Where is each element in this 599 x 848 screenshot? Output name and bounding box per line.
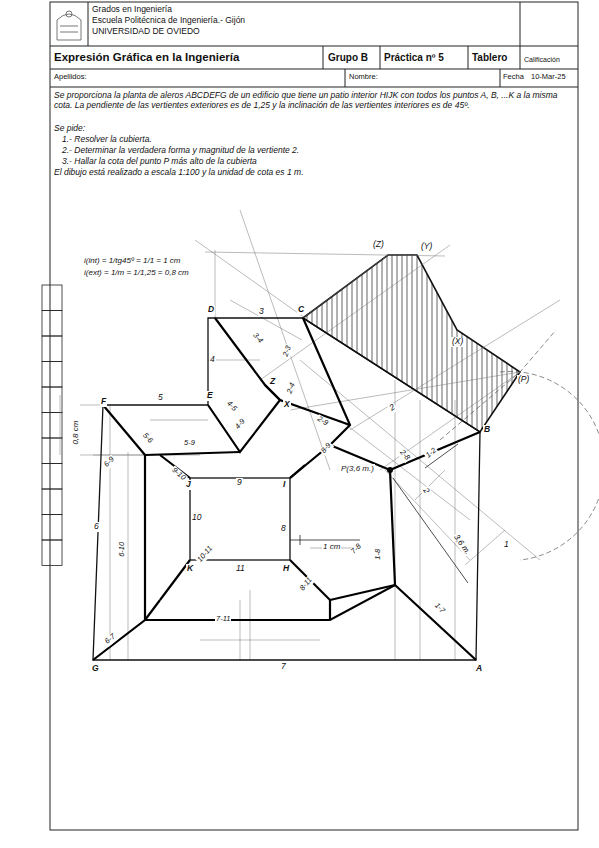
drawing-label: (Z) — [372, 240, 385, 250]
drawing-label: 6 — [93, 522, 100, 532]
margin-cell — [42, 438, 62, 464]
drawing-label: 0,8 cm — [71, 420, 80, 446]
drawing-label: 3-4 — [250, 331, 265, 346]
sheet-text: 1.- Resolver la cubierta. — [62, 135, 152, 145]
sheet-text: 3.- Hallar la cota del punto P más alto … — [62, 157, 257, 167]
drawing-label: 1 — [503, 540, 510, 550]
drawing-label: X — [283, 400, 291, 410]
margin-cell — [42, 387, 62, 413]
margin-cell — [42, 515, 62, 541]
drawing-label: 5 — [157, 393, 164, 403]
margin-cell — [42, 362, 62, 388]
drawing-label: 3 — [258, 307, 265, 317]
drawing-label: 1-2 — [424, 446, 439, 461]
sheet-text: El dibujo está realizado a escala 1:100 … — [54, 168, 304, 178]
drawing-label: A — [475, 664, 483, 674]
drawing-label: 10 — [191, 513, 202, 523]
margin-cell — [42, 489, 62, 515]
margin-cell — [42, 464, 62, 490]
sheet-text: Se proporciona la planta de aleros ABCDE… — [54, 91, 570, 111]
drawing-label: J — [185, 480, 192, 490]
sheet-text: Grupo B — [328, 52, 368, 64]
sheet-text: UNIVERSIDAD DE OVIEDO — [92, 27, 200, 37]
drawing-label: 10-11 — [195, 544, 215, 565]
drawing-label: C — [297, 305, 305, 315]
drawing-label: K — [186, 564, 194, 574]
drawing-label: 2-3 — [281, 344, 293, 359]
drawing-label: 7-11 — [215, 615, 231, 624]
drawing-label: (Y) — [420, 242, 433, 252]
drawing-label: 2 — [421, 485, 432, 496]
drawing-label: 1-8 — [374, 548, 383, 561]
drawing-label: 4 — [209, 355, 216, 365]
drawing-label: 6-7 — [103, 632, 118, 647]
drawing-label: B — [483, 425, 491, 435]
drawing-label: i(ext) = 1/m = 1/1,25 = 0,8 cm — [84, 268, 189, 277]
drawing-label: Z — [269, 377, 276, 387]
drawing-label: 4-5 — [224, 399, 239, 414]
sheet-text: Calificación — [524, 56, 560, 64]
sheet-text: Escuela Politécnica de Ingeniería.- Gijó… — [92, 16, 245, 26]
drawing-label: 4-9 — [233, 417, 248, 432]
sheet-text: Práctica nº 5 — [384, 52, 444, 64]
drawing-label: 7-8 — [349, 542, 364, 557]
drawing-label: 8 — [280, 524, 287, 534]
margin-cell — [42, 285, 62, 311]
margin-cell — [42, 311, 62, 337]
drawing-label: 6-10 — [118, 541, 127, 558]
drawing-label: 2 — [387, 402, 398, 414]
sheet-text: Fecha — [503, 73, 524, 82]
drawing-label: 5-9 — [183, 439, 196, 448]
drawing-label: 3,6 m. — [451, 532, 472, 557]
drawing-label: H — [282, 564, 290, 574]
drawing-label: P(3,6 m.) — [340, 464, 375, 473]
sheet-text: 2.- Determinar la verdadera forma y magn… — [62, 146, 299, 156]
margin-cell — [42, 413, 62, 439]
sheet-text: Grados en Ingeniería — [92, 5, 172, 15]
drawing-label: 9 — [236, 478, 243, 488]
sheet-text: Expresión Gráfica en la Ingeniería — [54, 51, 239, 64]
sheet-text: Tablero — [472, 52, 507, 64]
drawing-label: 2-4 — [285, 381, 297, 396]
drawing-label: G — [91, 664, 100, 674]
margin-cell — [42, 336, 62, 362]
drawing-label: i(int) = 1/tg45º = 1/1 = 1 cm — [84, 256, 181, 265]
drawing-label: 7 — [280, 662, 287, 672]
drawing-label: I — [282, 480, 286, 490]
drawing-label: D — [207, 305, 215, 315]
sheet-text: 10-Mar-25 — [531, 73, 566, 82]
margin-cell — [42, 540, 62, 566]
sheet-text: Nombre: — [349, 73, 378, 82]
drawing-label: (X) — [451, 337, 464, 347]
drawing-label: (P) — [517, 375, 530, 385]
drawing-label: 11 — [235, 564, 246, 574]
drawing-label: E — [206, 391, 214, 401]
drawing-label: 8-11 — [298, 575, 315, 593]
drawing-label: 5-6 — [140, 431, 155, 446]
drawing-label: F — [100, 397, 107, 407]
drawing-label: 1-7 — [432, 601, 447, 616]
sheet-text: Se pide: — [54, 124, 85, 134]
sheet-text: Apellidos: — [54, 73, 87, 82]
drawing-label: 6-9 — [102, 455, 117, 470]
drawing-label: 1 cm — [322, 542, 341, 551]
